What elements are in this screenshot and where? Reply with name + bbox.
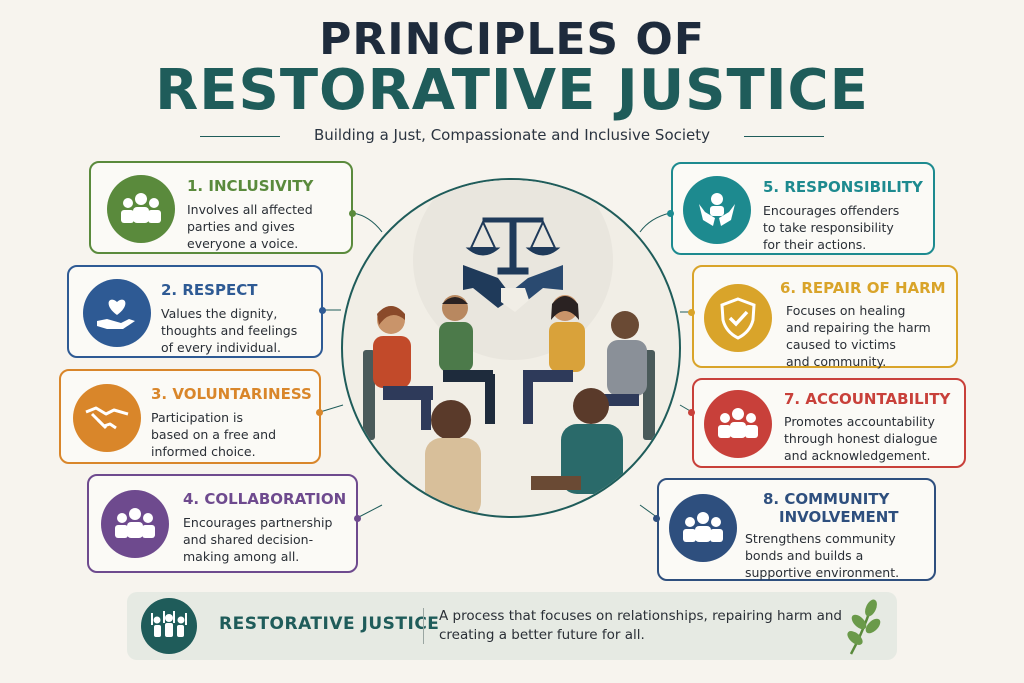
- principle-title: 1. INCLUSIVITY: [187, 177, 314, 195]
- circle-meeting-illustration: [352, 180, 674, 516]
- scales-of-justice-icon: [465, 217, 561, 275]
- principle-description: Values the dignity,thoughts and feelings…: [161, 306, 298, 355]
- raised-hands-people-icon: [141, 598, 197, 654]
- principle-card-accountability: 7. ACCOUNTABILITY Promotes accountabilit…: [692, 378, 966, 468]
- connector-dot: [319, 307, 326, 314]
- title-line-2: RESTORATIVE JUSTICE: [155, 58, 869, 123]
- principle-title-line-2: INVOLVEMENT: [779, 508, 899, 526]
- principle-title: 5. RESPONSIBILITY: [763, 178, 923, 196]
- principle-title: 4. COLLABORATION: [183, 490, 347, 508]
- connector-dot: [667, 210, 674, 217]
- subtitle-divider-left: [200, 136, 280, 137]
- team-icon: [101, 490, 169, 558]
- people-group-icon: [704, 390, 772, 458]
- principle-title: 3. VOLUNTARINESS: [151, 385, 312, 403]
- heart-hand-icon: [83, 279, 151, 347]
- connector-dot: [349, 210, 356, 217]
- subtitle: Building a Just, Compassionate and Inclu…: [313, 126, 711, 144]
- group-people-icon: [107, 175, 175, 243]
- caring-hands-icon: [683, 176, 751, 244]
- principle-title: 6. REPAIR OF HARM: [780, 279, 946, 297]
- connector-dot: [354, 515, 361, 522]
- connector-dot: [653, 515, 660, 522]
- footer-title: RESTORATIVE JUSTICE: [219, 614, 440, 634]
- footer-divider: [423, 608, 424, 644]
- handshake-icon: [73, 384, 141, 452]
- leaf-sprig-icon: [847, 599, 881, 655]
- handshake-icon: [463, 265, 563, 312]
- center-illustration: [341, 178, 681, 518]
- connector-dot: [688, 309, 695, 316]
- principle-card-respect: 2. RESPECT Values the dignity,thoughts a…: [67, 265, 323, 358]
- principle-title: 7. ACCOUNTABILITY: [784, 390, 951, 408]
- connector-dot: [316, 409, 323, 416]
- connector-dot: [688, 409, 695, 416]
- title-line-1: PRINCIPLES OF: [319, 14, 705, 65]
- community-icon: [669, 494, 737, 562]
- principle-title: 2. RESPECT: [161, 281, 258, 299]
- footer-banner: RESTORATIVE JUSTICE A process that focus…: [127, 592, 897, 660]
- principle-card-community-involvement: 8. COMMUNITY INVOLVEMENT Strengthens com…: [657, 478, 936, 581]
- principle-title: 8. COMMUNITY: [763, 490, 890, 508]
- shield-check-icon: [704, 284, 772, 352]
- subtitle-divider-right: [744, 136, 824, 137]
- footer-description: A process that focuses on relationships,…: [439, 608, 842, 643]
